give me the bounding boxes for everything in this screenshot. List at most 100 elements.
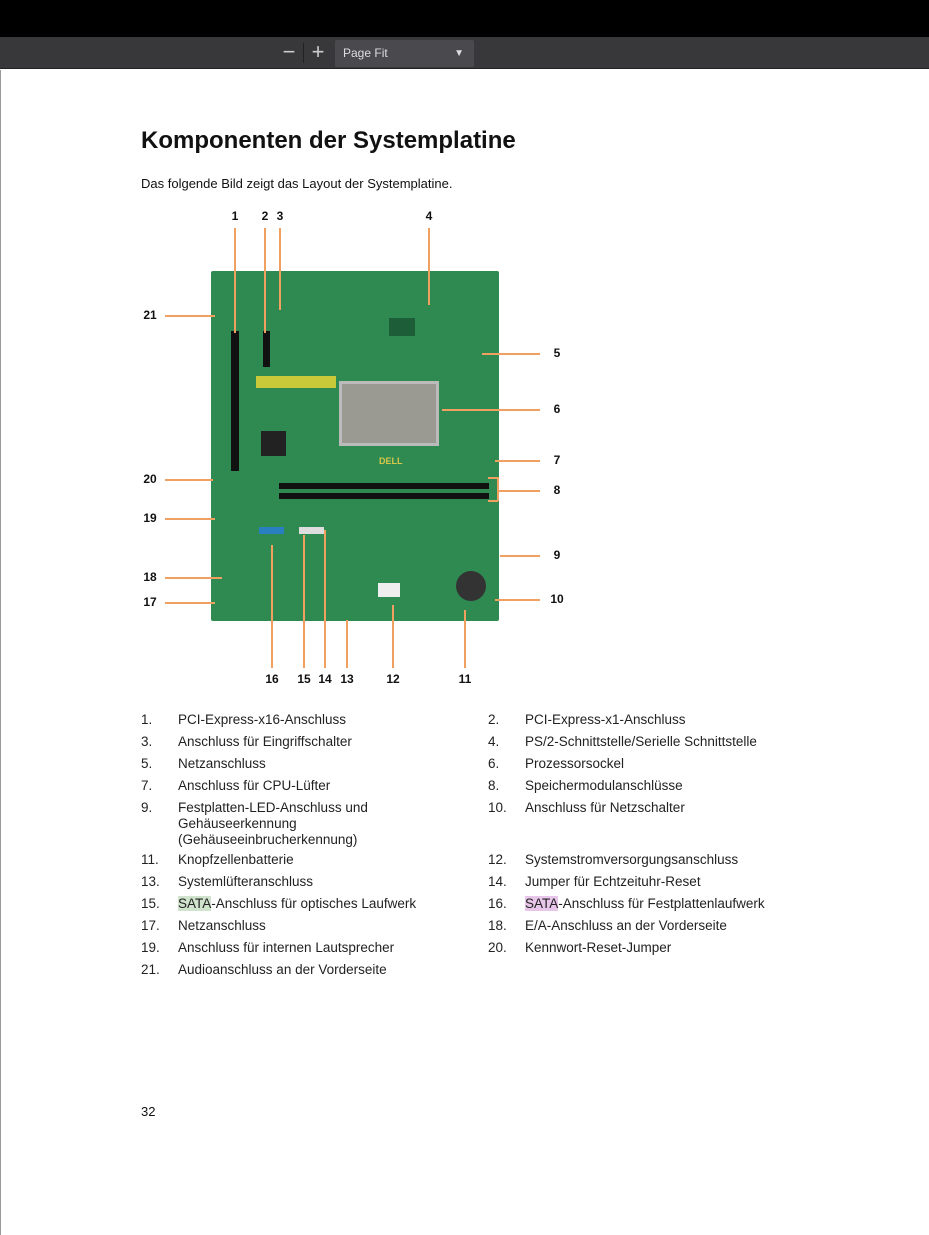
highlight-green: SATA [178,896,212,911]
callout-line [324,530,326,668]
callout-4: 4 [425,209,433,223]
item-number: 15. [141,896,160,911]
zoom-mode-value: Page Fit [343,46,388,60]
window-top-bar [0,0,929,37]
dimm-slot-a [279,483,489,489]
pcie-x16-slot [231,331,239,471]
callout-21: 21 [143,308,157,322]
callout-line [165,479,213,481]
power-connector [378,583,400,597]
chevron-down-icon: ▼ [454,48,464,59]
callout-18: 18 [143,570,157,584]
cmos-battery [456,571,486,601]
list-item: Knopfzellenbatterie [178,852,294,867]
callout-line [346,620,348,668]
item-number: 12. [488,852,507,867]
cpu-socket [339,381,439,446]
callout-line [442,409,540,411]
callout-8: 8 [553,483,561,497]
callout-line [488,500,498,502]
list-item: Audioanschluss an der Vorderseite [178,962,387,977]
callout-line [482,353,540,355]
callout-line [234,228,236,333]
list-item: Anschluss für Netzschalter [525,800,685,815]
callout-line [428,228,430,305]
callout-11: 11 [458,672,472,686]
item-number: 7. [141,778,153,793]
highlight-purple: SATA [525,896,559,911]
callout-2: 2 [261,209,269,223]
callout-16: 16 [265,672,279,686]
callout-10: 10 [550,592,564,606]
list-item: Systemstromversorgungsanschluss [525,852,739,867]
list-item: Netzanschluss [178,918,266,933]
callout-line [464,610,466,668]
intro-text: Das folgende Bild zeigt das Layout der S… [141,176,453,191]
list-item: Festplatten-LED-Anschluss und Gehäuseerk… [178,800,368,847]
callout-15: 15 [297,672,311,686]
item-number: 21. [141,962,160,977]
callout-line [392,605,394,668]
motherboard-image: DELL [211,271,499,621]
callout-13: 13 [340,672,354,686]
callout-5: 5 [553,346,561,360]
callout-line [303,535,305,668]
callout-6: 6 [553,402,561,416]
zoom-in-button[interactable]: + [311,39,325,64]
item-number: 10. [488,800,507,815]
toolbar-divider [303,43,304,63]
pcie-x1-slot [263,331,270,367]
item-number: 1. [141,712,153,727]
dimm-slot-b [279,493,489,499]
sata-hdd-port [259,527,284,534]
zoom-mode-select[interactable]: Page Fit ▼ [335,40,474,67]
list-item: Anschluss für Eingriffschalter [178,734,352,749]
chip [389,318,415,336]
callout-20: 20 [143,472,157,486]
callout-17: 17 [143,595,157,609]
list-item: E/A-Anschluss an der Vorderseite [525,918,727,933]
callout-line [279,228,281,310]
list-item: PS/2-Schnittstelle/Serielle Schnittstell… [525,734,757,749]
dell-logo: DELL [379,456,403,466]
callout-line [165,602,215,604]
item-text: -Anschluss für optisches Laufwerk [211,896,417,911]
list-item: Jumper für Echtzeituhr-Reset [525,874,701,889]
callout-9: 9 [553,548,561,562]
callout-19: 19 [143,511,157,525]
list-item: Anschluss für CPU-Lüfter [178,778,331,793]
callout-line [271,545,273,668]
zoom-out-button[interactable]: − [282,39,296,64]
list-item: Netzanschluss [178,756,266,771]
item-number: 18. [488,918,507,933]
item-number: 9. [141,800,153,815]
list-item: Systemlüfteranschluss [178,874,314,889]
page-title: Komponenten der Systemplatine [141,127,516,154]
callout-line [500,555,540,557]
list-item: SATA-Anschluss für optisches Laufwerk [178,896,416,912]
callout-line [498,490,540,492]
callout-line [264,228,266,333]
callout-3: 3 [276,209,284,223]
list-item: Anschluss für internen Lautsprecher [178,940,395,955]
callout-14: 14 [318,672,332,686]
sata-odd-port [299,527,324,534]
item-text: -Anschluss für Festplattenlaufwerk [558,896,765,911]
item-number: 14. [488,874,507,889]
callout-1: 1 [231,209,239,223]
item-number: 19. [141,940,160,955]
callout-line [488,477,498,479]
list-item: Kennwort-Reset-Jumper [525,940,672,955]
item-number: 20. [488,940,507,955]
item-number: 8. [488,778,500,793]
item-number: 4. [488,734,500,749]
callout-line [165,518,215,520]
item-number: 11. [141,852,159,867]
callout-line [497,477,499,501]
callout-7: 7 [553,453,561,467]
callout-line [165,315,215,317]
item-number: 13. [141,874,160,889]
callout-line [495,599,540,601]
list-item: Speichermodulanschlüsse [525,778,683,793]
item-number: 3. [141,734,153,749]
